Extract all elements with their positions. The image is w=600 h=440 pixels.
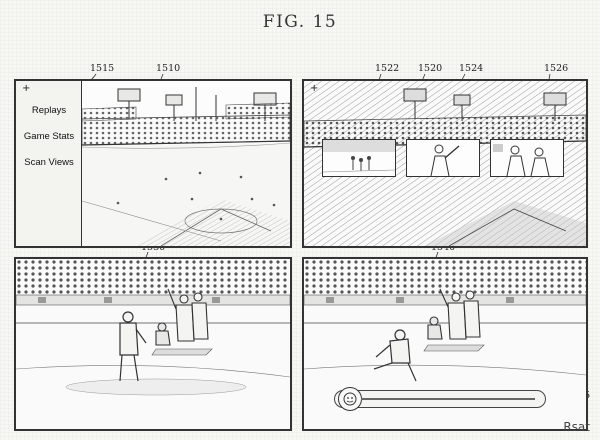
overlay-menu: + Replays Game Stats Scan Views (16, 81, 82, 246)
watermark-logo: Rsat (563, 420, 590, 434)
face-icon-graphic (343, 392, 357, 406)
stadium-scene-1510 (81, 81, 290, 246)
panel-plus-icon[interactable]: + (310, 83, 319, 94)
menu-item-game-stats[interactable]: Game Stats (23, 131, 75, 142)
playback-track[interactable] (361, 398, 535, 400)
figure-title: FIG. 15 (262, 12, 338, 32)
thumbnail-scene-1 (323, 140, 395, 173)
ref-label-1522: 1522 (375, 63, 400, 74)
ref-label-1526: 1526 (544, 63, 569, 74)
ref-label-1520: 1520 (418, 63, 443, 74)
ref-label-1524: 1524 (459, 63, 484, 74)
menu-item-replays[interactable]: Replays (31, 105, 67, 116)
thumbnail-scene-3 (493, 144, 550, 176)
thumbnail-scene-2 (430, 144, 460, 176)
screen-panel-1540 (302, 257, 588, 431)
batter-scene-1530 (16, 259, 290, 396)
screen-panel-1510: + Replays Game Stats Scan Views (14, 79, 292, 248)
ref-label-1510: 1510 (156, 63, 181, 74)
replay-thumbnail-3[interactable] (490, 139, 564, 177)
screen-panel-1530 (14, 257, 292, 431)
menu-plus-icon[interactable]: + (22, 83, 31, 94)
screen-panel-1520: + (302, 79, 588, 248)
player-face-icon[interactable] (338, 387, 362, 411)
playback-bar[interactable] (334, 387, 546, 411)
menu-item-scan-views[interactable]: Scan Views (24, 157, 74, 168)
replay-thumbnail-1[interactable] (322, 139, 396, 177)
replay-thumbnail-2[interactable] (406, 139, 480, 177)
batter-scene-1540 (304, 259, 586, 382)
ref-label-1515: 1515 (90, 63, 115, 74)
